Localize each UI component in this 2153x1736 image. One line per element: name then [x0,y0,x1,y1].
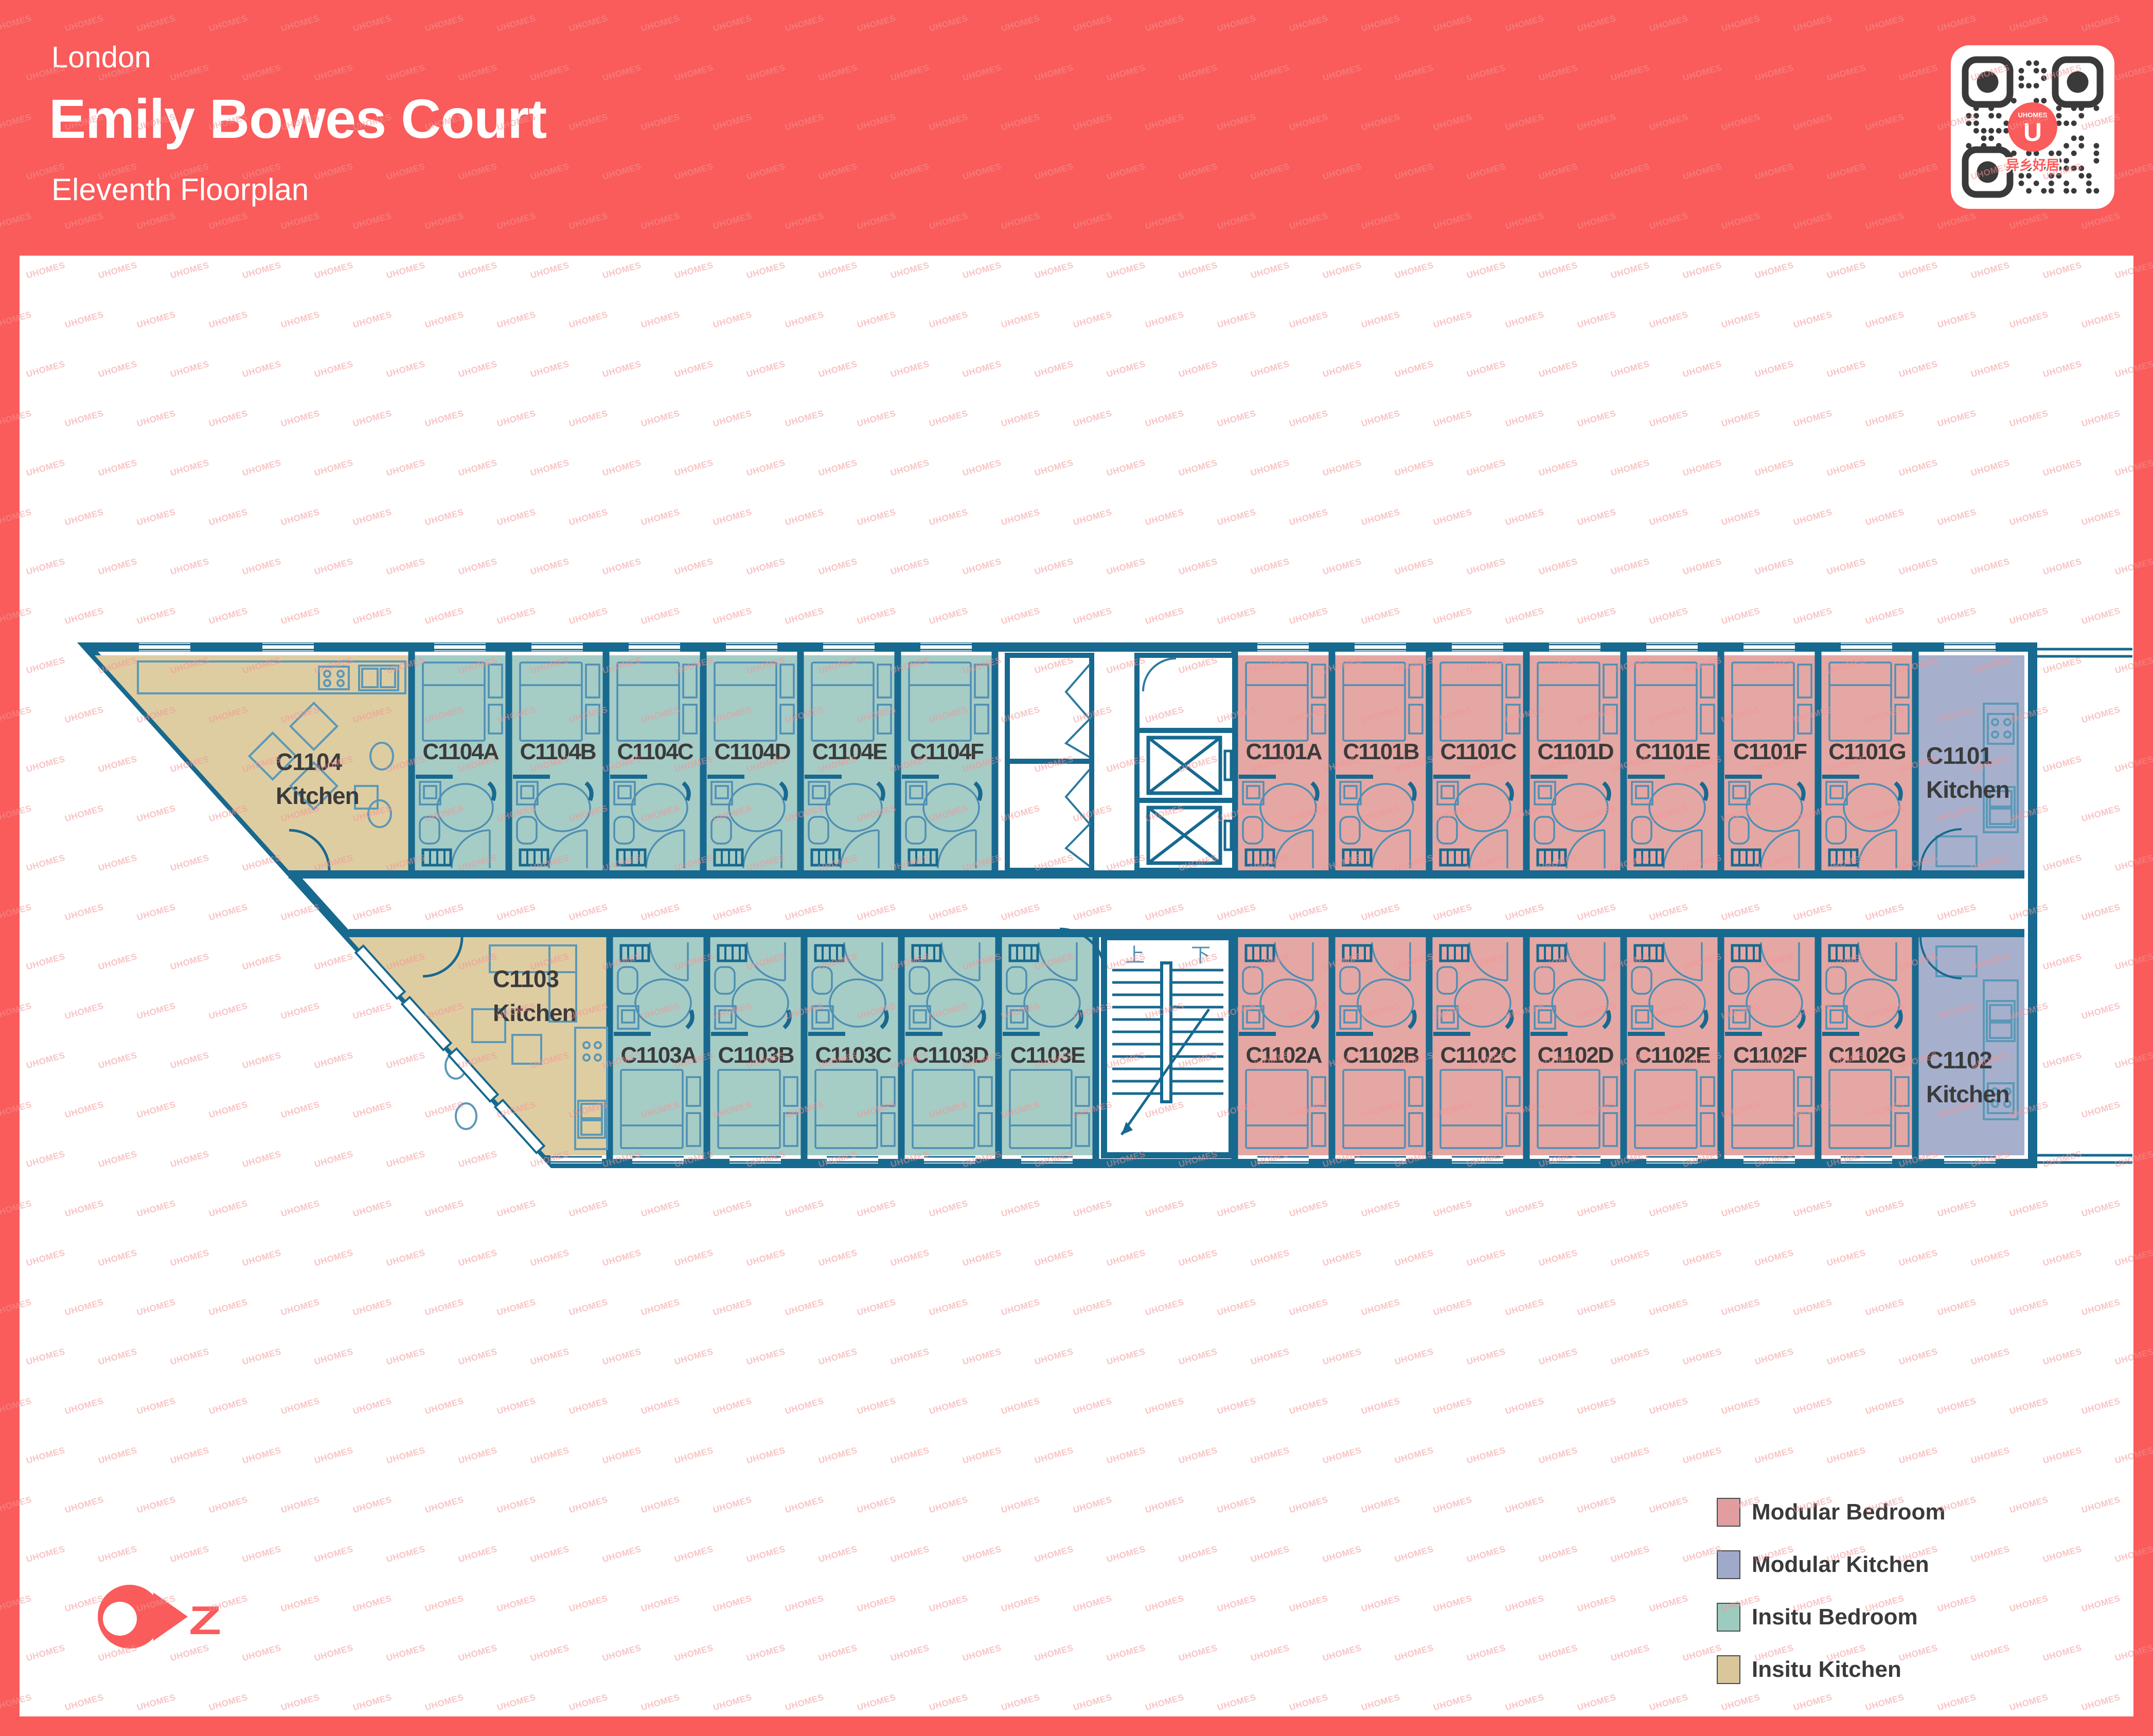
modular-bedroom-fills [1235,655,1915,1155]
room-label: C1104A [422,739,499,764]
kitchen-label-id: C1104 [276,748,342,775]
kitchen-label-id: C1102 [1926,1047,1992,1073]
legend-label: Modular Kitchen [1752,1552,1929,1577]
kitchen-label: C1102 Kitchen [1926,1043,2010,1111]
room-label: C1104C [617,739,693,764]
room-label: C1102E [1635,1043,1711,1068]
qr-tagline: 异乡好居 [2006,157,2059,173]
legend: Modular Bedroom Modular Kitchen Insitu B… [1717,1498,1945,1708]
page-title: Emily Bowes Court [49,87,547,150]
elevator-icons [1142,657,1233,865]
room-label: C1101B [1343,739,1419,764]
room-label: C1103E [1010,1043,1086,1068]
insitu-kitchen-fills [95,655,610,1155]
modular-kitchen-fills [1915,655,2024,1155]
rooms-c1101a-g [1235,655,1915,870]
kitchen-label: C1104 Kitchen [276,745,360,813]
room-label: C1101F [1733,739,1807,764]
stairs-up-label: 上 [1125,945,1145,967]
room-c1104-kitchen [95,655,412,870]
legend-swatch-modular-kitchen [1717,1550,1740,1579]
room-label: C1104F [910,739,984,764]
qr-initial: U [2023,118,2042,147]
room-label: C1102A [1245,1043,1322,1068]
riser-cupboard [1005,759,1094,873]
qr-brand-text: UHOMES [2018,111,2047,119]
north-indicator-icon: Z [98,1585,221,1649]
legend-label: Insitu Bedroom [1752,1604,1918,1630]
room-label: C1102B [1343,1043,1419,1068]
qr-finder-icon [2052,56,2104,108]
kitchen-label-type: Kitchen [1926,776,2010,803]
room-label: C1103D [912,1043,989,1068]
room-label: C1102D [1537,1043,1614,1068]
qr-center-logo [2008,102,2057,152]
kitchen-label: C1103 Kitchen [493,962,577,1030]
room-label: C1101G [1828,739,1906,764]
rooms-c1103a-e [610,937,1096,1155]
legend-swatch-insitu-kitchen [1717,1655,1740,1684]
rooms-c1102a-g [1235,937,1915,1155]
legend-swatch-modular-bedroom [1717,1498,1740,1527]
room-label: C1102C [1440,1043,1517,1068]
north-letter: Z [189,1598,221,1643]
room-label: C1103A [620,1043,697,1068]
kitchen-label-type: Kitchen [1926,1081,2010,1107]
room-label: C1101E [1635,739,1711,764]
legend-item: Insitu Kitchen [1717,1655,1945,1684]
room-c1101-kitchen [1915,655,2024,870]
kitchen-furniture-icons [137,660,2019,1150]
riser-cupboard [1005,653,1094,764]
kitchen-label: C1101 Kitchen [1926,739,2010,807]
door-arc-icons [289,829,1107,978]
room-label: C1104B [520,739,596,764]
room-c1103-kitchen [349,937,610,1155]
lift-lobby [1134,653,1237,733]
qr-finder-icon [1962,56,2014,108]
room-label: C1104D [714,739,791,764]
qr-finder-icon [1962,146,2014,198]
legend-item: Modular Kitchen [1717,1550,1945,1579]
corridor-walls [289,870,2024,937]
legend-label: Modular Bedroom [1752,1499,1946,1525]
legend-item: Insitu Bedroom [1717,1603,1945,1632]
room-label: C1103C [815,1043,892,1068]
legend-swatch-insitu-bedroom [1717,1603,1740,1632]
room-label: C1101D [1537,739,1614,764]
legend-item: Modular Bedroom [1717,1498,1945,1527]
page-subtitle: Eleventh Floorplan [51,172,309,207]
kitchen-label-type: Kitchen [276,782,360,809]
qr-dot-matrix [1966,60,2099,194]
room-label: C1101A [1245,739,1322,764]
kitchen-label-type: Kitchen [493,999,577,1026]
stairs-icon: 上 下 [1101,934,1235,1158]
room-label: C1102G [1828,1043,1906,1068]
boundary-extension-lines [2033,648,2132,1164]
room-label: C1102F [1733,1043,1807,1068]
room-label: C1103B [718,1043,794,1068]
cupboard-door-icons [1064,664,1091,867]
kitchen-label-id: C1103 [493,965,559,992]
stairs-down-label: 下 [1191,945,1211,967]
qr-code-icon: UHOMES U 异乡好居 [1962,56,2104,198]
room-label: C1101C [1440,739,1517,764]
header-location: London [51,41,151,74]
legend-label: Insitu Kitchen [1752,1657,1901,1682]
kitchen-label-id: C1101 [1926,742,1992,769]
door-arc-icon [1142,657,1177,692]
room-label: C1104E [812,739,888,764]
window-icons [138,642,1997,1165]
qr-code: UHOMES U 异乡好居 [1951,45,2114,209]
